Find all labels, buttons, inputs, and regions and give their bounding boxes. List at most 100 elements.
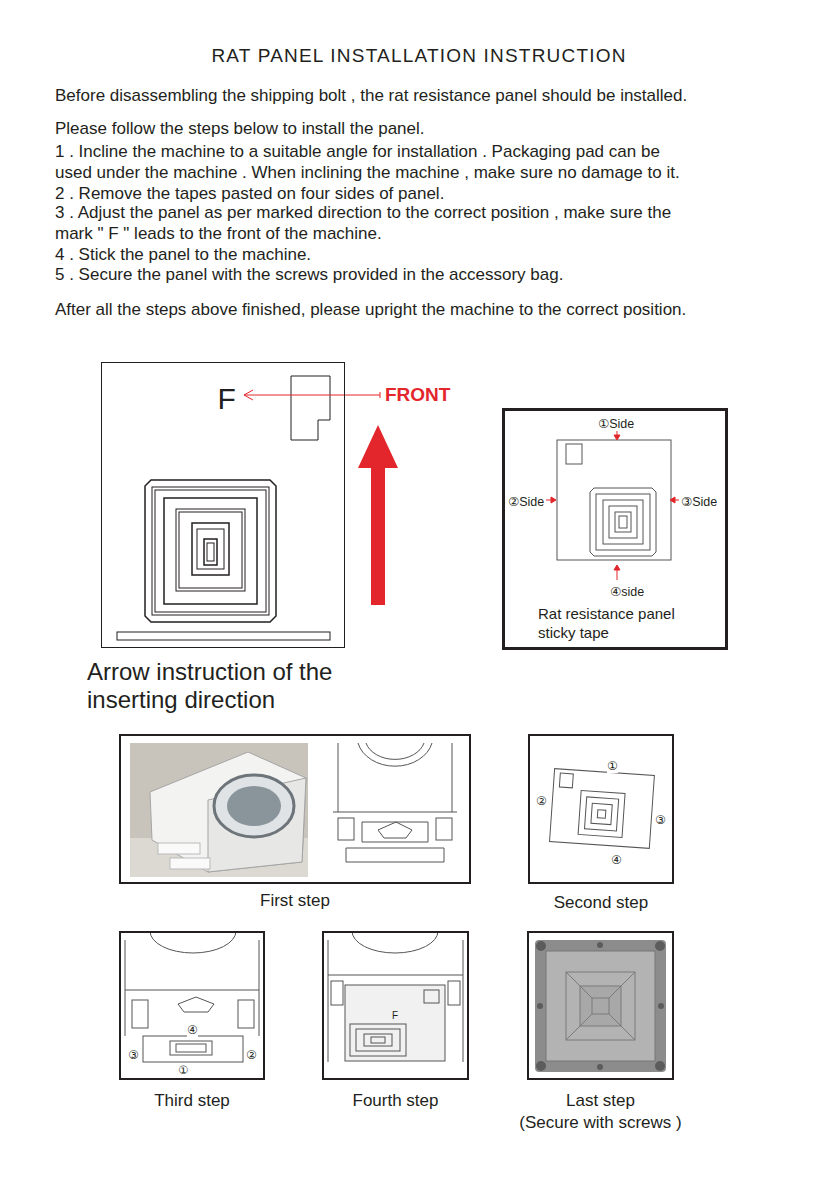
side-arrows-shape xyxy=(675,500,679,501)
label-slot: 5 . Secure the panel with the screws pro… xyxy=(55,265,825,286)
step-sketch-shape xyxy=(176,1044,206,1052)
label-slot: 4 . Stick the panel to the machine. xyxy=(55,245,825,266)
text-slot: First step xyxy=(89,890,501,911)
text-slot: ③Side xyxy=(681,492,717,510)
text-slot: Third step xyxy=(89,1090,295,1111)
installed-panel-shape xyxy=(597,942,603,948)
panel-drawing-shape xyxy=(164,498,257,604)
text-slot: F xyxy=(392,1005,398,1023)
front-leader xyxy=(244,390,380,400)
panel-drawing-shape xyxy=(197,529,224,569)
text-slot: F xyxy=(218,382,236,416)
step-sketch-shape xyxy=(170,1041,212,1055)
step-sketch-shape xyxy=(362,822,428,842)
label-slot: Before disassembling the shipping bolt ,… xyxy=(55,86,825,107)
text-slot: Last step xyxy=(497,1090,704,1111)
label-slot: 1 . Incline the machine to a suitable an… xyxy=(55,142,695,183)
label-slot: FRONT xyxy=(385,383,450,406)
side-arrows-shape xyxy=(614,565,620,570)
step-sketch-shape xyxy=(366,743,424,759)
step-sketch-shape xyxy=(238,1000,254,1028)
side-label: ④side xyxy=(610,585,644,600)
step-sketch-shape xyxy=(331,981,343,1005)
panel-drawing-shape xyxy=(145,480,276,622)
side-arrows xyxy=(546,431,679,580)
step-sketch-shape xyxy=(328,975,463,976)
panel-drawing-shape xyxy=(152,487,269,615)
panel-drawing-shape xyxy=(155,490,266,612)
step-sketch-shape xyxy=(333,812,457,813)
tape-drawing-shape xyxy=(590,488,656,556)
tape-drawing-shape xyxy=(603,500,643,544)
label-slot: 3 . Adjust the panel as per marked direc… xyxy=(55,203,695,244)
step-text: 4 . Stick the panel to the machine. xyxy=(55,245,825,266)
installed-panel-shape xyxy=(537,1003,543,1009)
installed-panel-shape xyxy=(546,951,655,1061)
installed-panel-shape xyxy=(655,1061,665,1071)
tape-drawing-shape xyxy=(557,440,671,560)
direction-mark: F xyxy=(392,1010,398,1022)
text-slot: Second step xyxy=(498,892,704,913)
instruction-text: Before disassembling the shipping bolt ,… xyxy=(55,86,825,107)
step-frame: ④③②①Third step xyxy=(119,931,265,1080)
tape-drawing-shape xyxy=(596,494,650,550)
step-caption: Fourth step xyxy=(292,1090,499,1111)
diagram-caption: Rat resistance panel sticky tape xyxy=(538,604,708,642)
direction-label: FRONT xyxy=(385,383,450,406)
callout-number: ④ xyxy=(187,1023,198,1037)
text-slot: ③ xyxy=(655,810,666,828)
panel-drawing-shape xyxy=(192,523,229,575)
installed-panel-shape xyxy=(592,998,609,1014)
step-photo-shape xyxy=(158,843,200,854)
title-slot: RAT PANEL INSTALLATION INSTRUCTION xyxy=(0,44,838,68)
step-photo-shape xyxy=(227,786,281,826)
panel-drawing-shape xyxy=(117,632,330,640)
installed-panel-shape xyxy=(536,1061,546,1071)
direction-arrow xyxy=(358,425,398,605)
label-slot: 2 . Remove the tapes pasted on four side… xyxy=(55,184,825,205)
tape-drawing-shape xyxy=(615,512,631,532)
panel-drawing-shape xyxy=(176,509,245,591)
step-sketch-shape xyxy=(178,997,214,1012)
step-sketch-shape xyxy=(345,985,445,1061)
text-slot: ① xyxy=(607,756,618,774)
text-slot: ④ xyxy=(187,1020,198,1038)
step-sketch-shape xyxy=(125,990,259,991)
step-frame: First step xyxy=(119,734,471,884)
label-slot: After all the steps above finished, plea… xyxy=(55,300,825,321)
step-sketch-shape xyxy=(436,818,452,840)
step-sketch-shape xyxy=(378,822,412,838)
tape-drawing xyxy=(557,440,671,560)
tape-drawing-shape xyxy=(609,506,637,538)
step-frame: Last step(Secure with screws ) xyxy=(527,931,674,1080)
side-label: ②Side xyxy=(508,495,544,510)
tape-drawing-shape xyxy=(619,516,627,528)
panel-drawing-shape xyxy=(291,376,330,440)
tilted-panel-shape xyxy=(597,810,606,819)
step-caption: Second step xyxy=(498,892,704,913)
callout-number: ③ xyxy=(655,813,666,827)
step-photo-shape xyxy=(130,743,308,877)
tilted-panel-shape xyxy=(578,791,625,838)
tilted-panel-shape xyxy=(585,797,619,831)
side-label: ①Side xyxy=(598,417,634,432)
label-slot: Please follow the steps below to install… xyxy=(55,119,825,140)
panel-drawing xyxy=(117,376,330,640)
step-sketch xyxy=(125,931,259,1062)
step-text: 1 . Incline the machine to a suitable an… xyxy=(55,142,695,183)
callout-number: ② xyxy=(246,1048,257,1062)
step-text: 3 . Adjust the panel as per marked direc… xyxy=(55,203,695,244)
step-sketch-shape xyxy=(328,940,463,1062)
step-photo-shape xyxy=(214,775,294,837)
side-label: ③Side xyxy=(681,495,717,510)
page-title: RAT PANEL INSTALLATION INSTRUCTION xyxy=(0,44,838,68)
step-sketch-shape xyxy=(338,743,452,812)
installed-panel-shape xyxy=(597,1064,603,1070)
step-sketch-shape xyxy=(338,818,354,840)
text-slot: ①Side xyxy=(598,414,634,432)
text-slot: ② xyxy=(246,1045,257,1063)
side-arrows-shape xyxy=(617,570,618,580)
tape-diagram-box: ①Side ②Side ③Side ④sideRat resistance panel… xyxy=(502,408,728,650)
installed-panel-shape xyxy=(566,972,635,1040)
callout-number: ③ xyxy=(128,1048,139,1062)
